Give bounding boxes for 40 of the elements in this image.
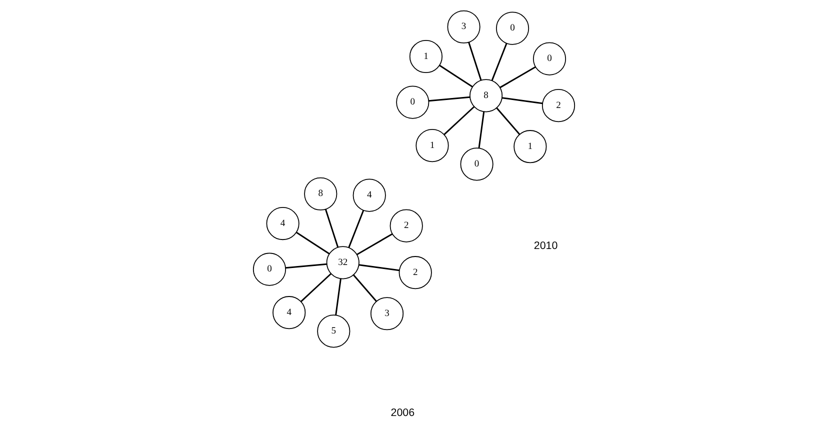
node-circle: 32	[326, 246, 359, 280]
connector	[502, 97, 542, 104]
connector	[300, 273, 331, 302]
node-circle: 4	[266, 206, 299, 240]
connector	[352, 274, 376, 302]
connector	[428, 96, 470, 102]
node-circle: 2	[541, 89, 575, 122]
connector	[358, 264, 399, 272]
connector	[499, 66, 536, 88]
node-circle: 3	[446, 10, 480, 44]
node-circle: 1	[408, 40, 442, 74]
connector	[324, 209, 338, 248]
node-circle: 0	[460, 148, 493, 181]
node-circle: 0	[495, 12, 529, 45]
connector	[438, 64, 472, 88]
node-circle: 2	[389, 209, 422, 242]
node-circle: 4	[352, 178, 386, 212]
node-circle: 8	[468, 79, 502, 112]
connector	[468, 42, 482, 80]
node-circle: 5	[316, 314, 350, 348]
node-circle: 0	[532, 42, 566, 76]
connector	[285, 263, 326, 269]
connector	[295, 232, 330, 254]
node-circle: 4	[272, 296, 306, 330]
connector	[348, 210, 364, 248]
node-circle: 2	[398, 256, 432, 290]
connector	[496, 108, 520, 135]
connector	[490, 43, 507, 81]
label: 2010	[533, 240, 558, 252]
node-circle: 1	[415, 129, 448, 162]
node-circle: 8	[304, 177, 337, 210]
node-circle: 3	[370, 297, 404, 330]
node-circle: 1	[513, 130, 546, 164]
label: 2006	[390, 407, 414, 420]
connector	[443, 106, 474, 136]
connector	[356, 233, 392, 256]
node-circle: 0	[252, 252, 286, 286]
connector	[478, 112, 484, 148]
connector	[334, 278, 341, 316]
node-circle: 0	[396, 86, 429, 119]
